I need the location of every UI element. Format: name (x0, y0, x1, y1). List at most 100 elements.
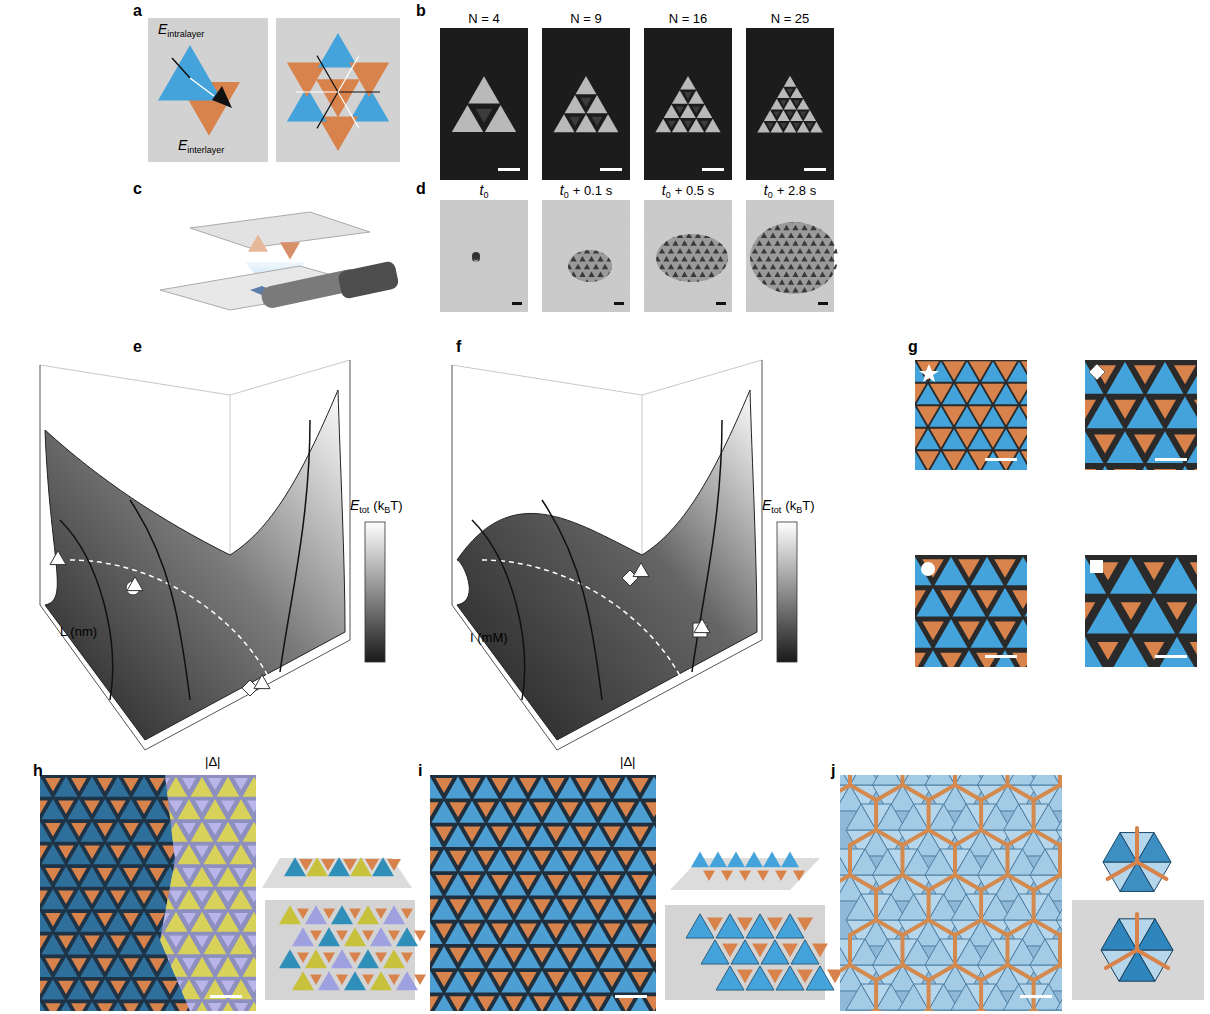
triangle-particle (509, 295, 515, 300)
triangle-particle (1114, 400, 1136, 419)
triangle-particle (593, 201, 599, 206)
triangle-particle (491, 233, 497, 238)
orange-edge (850, 920, 876, 935)
triangle-particle (552, 287, 558, 292)
triangle-particle (501, 971, 526, 993)
axis-label: N = 25 (771, 11, 810, 26)
text-group: t0+ 2.8 s (764, 181, 816, 201)
triangle-particle (539, 233, 545, 238)
triangle-particle (765, 225, 771, 230)
triangle-particle (54, 867, 77, 887)
clipped-group (915, 555, 1027, 667)
scale-bar (600, 168, 622, 171)
triangle-particle (638, 264, 644, 269)
triangle-particle (71, 778, 87, 792)
triangle-particle (606, 287, 612, 292)
triangle-particle (557, 248, 563, 253)
triangle-particle (441, 303, 447, 308)
triangle-particle (71, 823, 87, 837)
triangle-particle (597, 240, 603, 245)
orange-edge (927, 890, 931, 920)
triangle-particle (654, 272, 660, 277)
triangle-particle (620, 264, 626, 269)
triangle-particle (130, 778, 144, 790)
micrograph-noise (542, 200, 630, 312)
triangle-particle (431, 898, 456, 920)
triangle-particle (611, 248, 617, 253)
triangle-particle (518, 201, 524, 206)
triangle-particle (1156, 557, 1197, 594)
triangle-particle (667, 121, 675, 128)
triangle-particle (915, 452, 927, 470)
triangle-particle (842, 295, 848, 300)
triangle-particle (761, 217, 767, 222)
triangle-particle (779, 295, 785, 300)
triangle-particle (828, 272, 834, 277)
triangle-particle (756, 256, 762, 261)
orange-edge (955, 965, 981, 980)
triangle-particle (641, 874, 656, 896)
triangle-particle (156, 868, 170, 880)
axis-label: (k (373, 498, 384, 513)
triangle-particle (169, 800, 183, 812)
triangle-particle (819, 240, 825, 245)
triangle-particle (806, 279, 812, 284)
triangle-particle (597, 303, 603, 308)
triangle-particle (1194, 469, 1197, 470)
triangle-particle (531, 209, 537, 214)
panel-letter: d (416, 180, 426, 197)
triangle-particle (575, 279, 581, 284)
orange-edge (877, 785, 903, 800)
triangle-particle (504, 240, 510, 245)
triangle-particle (522, 240, 528, 245)
triangle-particle (672, 303, 678, 308)
triangle-particle (500, 279, 506, 284)
triangle-particle (536, 217, 542, 222)
triangle-particle (485, 105, 516, 132)
triangle-particle (699, 225, 705, 230)
triangle-particle (41, 934, 64, 954)
orange-edge (1006, 775, 1010, 785)
triangle-particle (106, 777, 129, 797)
clipped-group (840, 775, 1062, 1011)
orange-edge (903, 920, 929, 935)
triangle-particle (737, 969, 753, 983)
text-group: a (133, 2, 142, 20)
triangle-particle (575, 233, 581, 238)
triangle-particle (501, 874, 526, 896)
triangle-particle (195, 935, 209, 947)
triangle-particle (513, 225, 519, 230)
triangle-particle (40, 957, 52, 977)
triangle-particle (793, 123, 800, 129)
triangle-particle (84, 846, 100, 860)
triangle-particle (543, 801, 568, 823)
triangle-particle (624, 272, 630, 277)
triangle-particle (455, 201, 461, 206)
axis-label: intralayer (167, 29, 204, 39)
triangle-particle (45, 778, 61, 792)
triangle-particle (593, 217, 599, 222)
triangle-particle (668, 279, 674, 284)
energy-arrow (317, 92, 338, 128)
triangle-particle (234, 868, 248, 880)
triangle-particle (473, 874, 498, 896)
triangle-particle (1167, 602, 1188, 620)
triangle-particle (747, 209, 753, 214)
triangle-particle (557, 217, 563, 222)
triangle-particle (495, 272, 501, 277)
triangle-particle (84, 891, 100, 905)
triangle-particle (362, 975, 374, 985)
triangle-particle (486, 272, 492, 277)
triangle-particle (58, 936, 74, 950)
triangle-particle (846, 287, 852, 292)
triangle-particle (158, 1002, 181, 1011)
triangle-particle (495, 287, 501, 292)
triangle-particle (504, 287, 510, 292)
triangle-particle (627, 946, 652, 968)
triangle-particle (686, 233, 692, 238)
triangle-particle (543, 303, 549, 308)
triangle-particle (707, 917, 723, 931)
orange-edge (850, 830, 876, 845)
triangle-particle (195, 800, 209, 812)
triangle-particle (613, 777, 638, 799)
